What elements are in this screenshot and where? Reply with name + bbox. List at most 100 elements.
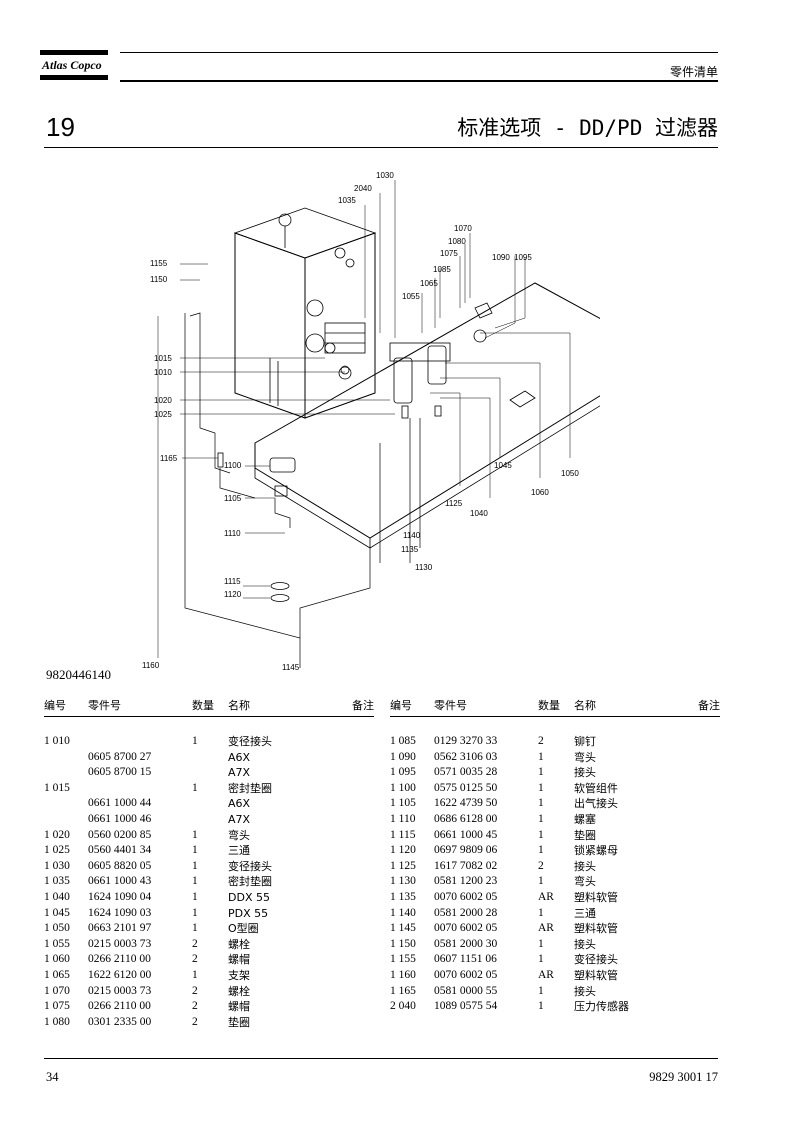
document-type: 零件清单 <box>669 65 718 79</box>
part-name-cell: 螺栓 <box>228 984 250 998</box>
note-cell <box>684 937 720 953</box>
quantity-cell: AR <box>538 968 554 981</box>
quantity-cell: 2 <box>538 859 544 872</box>
quantity-cell: 1 <box>538 828 544 841</box>
item-no-cell: 1 150 <box>390 937 416 950</box>
header-quantity: 数量 <box>192 697 228 717</box>
item-no-cell: 1 025 <box>44 844 70 857</box>
atlas-copco-logo: Atlas Copco <box>40 50 108 80</box>
drawing-number: 9820446140 <box>46 667 111 682</box>
item-no-cell: 1 145 <box>390 922 416 935</box>
item-no-cell: 1 050 <box>44 922 70 935</box>
part-no-cell: 0301 2335 00 <box>88 1015 152 1028</box>
callout-label: 1090 <box>492 253 510 262</box>
quantity-cell <box>192 812 228 828</box>
header-name: 名称 <box>228 697 338 717</box>
header-name: 名称 <box>574 697 684 717</box>
leader-lines <box>157 180 571 658</box>
quantity-cell: 1 <box>538 906 544 919</box>
header-note: 备注 <box>338 697 374 717</box>
note-cell <box>338 921 374 937</box>
item-no-cell: 1 065 <box>44 968 70 981</box>
part-no-cell: 0070 6002 05 <box>434 922 498 935</box>
note-cell <box>684 812 720 828</box>
part-no-cell: 0215 0003 73 <box>88 984 152 997</box>
note-cell <box>684 781 720 797</box>
item-no-cell <box>44 812 88 828</box>
quantity-cell: 1 <box>538 875 544 888</box>
part-no-cell: 1622 6120 00 <box>88 968 152 981</box>
part-no-cell: 0562 3106 03 <box>434 750 498 763</box>
note-cell <box>684 734 720 750</box>
part-name-cell: 软管组件 <box>574 781 618 795</box>
quantity-cell: 1 <box>538 1000 544 1013</box>
note-cell <box>338 999 374 1015</box>
filters-drawing <box>324 302 493 419</box>
note-cell <box>338 984 374 1000</box>
note-cell <box>684 796 720 812</box>
item-no-cell <box>44 796 88 812</box>
header-quantity: 数量 <box>538 697 574 717</box>
item-no-cell: 1 085 <box>390 735 416 747</box>
quantity-cell: 2 <box>538 735 544 747</box>
callout-label: 1120 <box>224 590 242 599</box>
item-no-cell: 1 020 <box>44 828 70 841</box>
part-no-cell: 0266 2110 00 <box>88 953 151 966</box>
part-no-cell: 0266 2110 00 <box>88 1000 151 1013</box>
item-no-cell: 1 125 <box>390 859 416 872</box>
part-name-cell: 塑料软管 <box>574 890 618 904</box>
part-no-cell: 0661 1000 44 <box>88 797 152 810</box>
part-no-cell: 0215 0003 73 <box>88 937 152 950</box>
quantity-cell: 1 <box>192 890 198 903</box>
callout-label: 1145 <box>282 663 300 672</box>
note-cell <box>684 765 720 781</box>
part-name-cell: 弯头 <box>574 750 596 764</box>
item-no-cell: 1 070 <box>44 984 70 997</box>
part-no-cell: 0581 2000 30 <box>434 937 498 950</box>
table-spacer-row <box>44 717 374 735</box>
page-number: 34 <box>46 1070 59 1084</box>
note-cell <box>684 999 720 1015</box>
callout-label: 1110 <box>224 529 241 538</box>
part-name-cell: 支架 <box>228 968 250 982</box>
part-name-cell: 螺栓 <box>228 937 250 951</box>
part-name-cell: A7X <box>228 812 251 826</box>
hose-paths <box>184 312 421 668</box>
part-name-cell: 弯头 <box>574 875 596 889</box>
part-no-cell: 0661 1000 43 <box>88 875 152 888</box>
note-cell <box>338 828 374 844</box>
quantity-cell: 1 <box>192 735 198 747</box>
part-name-cell: 三通 <box>228 844 250 858</box>
note-cell <box>684 984 720 1000</box>
item-no-cell: 1 100 <box>390 781 416 794</box>
part-name-cell: O型圈 <box>228 922 259 936</box>
callout-label: 1165 <box>160 454 178 463</box>
part-name-cell: 出气接头 <box>574 797 618 811</box>
quantity-cell: 1 <box>192 781 198 794</box>
header-part-no: 零件号 <box>88 697 192 717</box>
quantity-cell: 1 <box>192 906 198 919</box>
part-name-cell: A6X <box>228 750 251 764</box>
callout-label: 1055 <box>402 292 420 301</box>
note-cell <box>684 828 720 844</box>
callout-label: 1020 <box>154 396 172 405</box>
